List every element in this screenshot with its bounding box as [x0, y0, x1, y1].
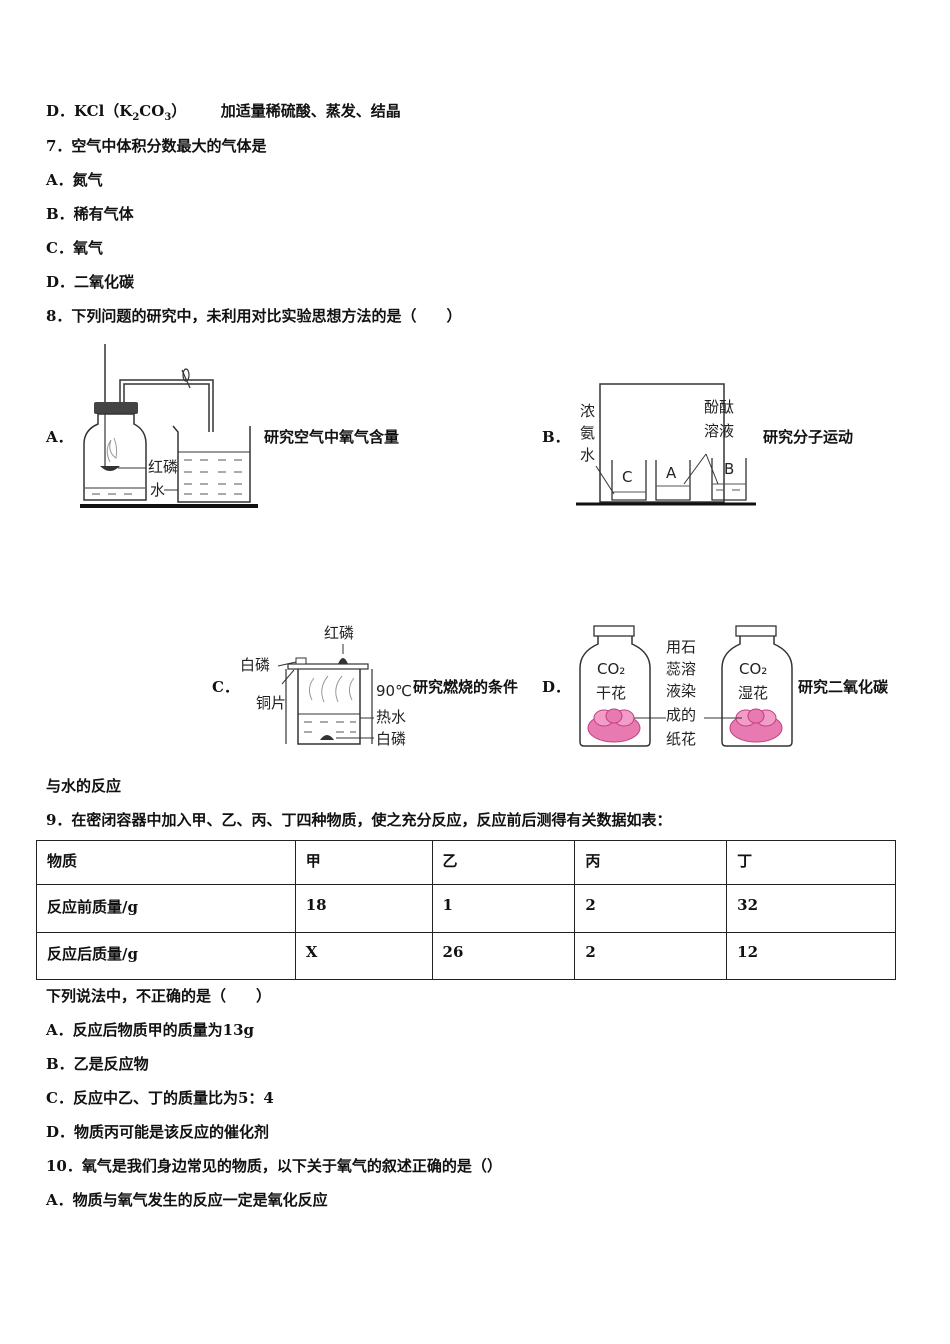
table-header-cell: 物质 [36, 840, 296, 885]
table-cell: X [294, 932, 433, 980]
q8-option-a-label: A． [46, 428, 73, 446]
table-header-row: 物质 甲 乙 丙 丁 [36, 840, 896, 885]
table-cell: 反应前质量/g [36, 884, 296, 933]
question-9: 9．在密闭容器中加入甲、乙、丙、丁四种物质，使之充分反应，反应前后测得有关数据如… [46, 811, 672, 829]
white-phosphorus-top-label: 白磷 [240, 656, 270, 674]
q8-option-c-caption: 研究燃烧的条件 [413, 678, 519, 696]
q7-option-c: C．氧气 [46, 239, 103, 257]
subscript: 3 [164, 112, 172, 123]
q9-option-c: C．反应中乙、丁的质量比为5：4 [46, 1089, 274, 1107]
table-cell: 18 [294, 884, 433, 933]
co2-water-reaction-apparatus: CO₂ 干花 CO₂ 湿花 用石 蕊溶 液染 成的 纸花 [579, 625, 793, 748]
beaker-a-label: A [666, 464, 677, 482]
water-label: 水 [150, 481, 165, 499]
table-cell: 1 [431, 884, 576, 933]
question-7: 7．空气中体积分数最大的气体是 [46, 137, 267, 155]
molecular-motion-apparatus: C A B 浓 氨 水 酚酞 溶液 [576, 383, 756, 506]
litmus-note-5: 纸花 [666, 730, 696, 748]
phenolphthalein-label-2: 溶液 [704, 422, 734, 440]
table-row: 反应前质量/g 18 1 2 32 [36, 884, 896, 933]
co2-left-label: CO₂ [597, 660, 625, 678]
q7-option-d: D．二氧化碳 [46, 273, 135, 291]
q7-option-a: A．氮气 [46, 171, 103, 189]
table-header-cell: 丙 [574, 840, 728, 885]
red-phosphorus-label: 红磷 [148, 458, 178, 476]
table-cell: 26 [431, 932, 576, 980]
ammonia-label-3: 水 [580, 446, 595, 464]
reaction-mass-table: 物质 甲 乙 丙 丁 反应前质量/g 18 1 2 32 反应后质量/g X 2… [36, 840, 896, 980]
option-d-kcl-line: D．KCl（K2CO3） 加适量稀硫酸、蒸发、结晶 [46, 101, 401, 128]
q8-option-d-caption: 研究二氧化碳 [798, 678, 889, 696]
kcl-formula-prefix: D．KCl（K [46, 102, 133, 120]
white-phosphorus-bottom-label: 白磷 [376, 730, 406, 748]
q9-option-d: D．物质丙可能是该反应的催化剂 [46, 1123, 270, 1141]
litmus-note-3: 液染 [666, 682, 696, 700]
litmus-note-2: 蕊溶 [666, 660, 696, 678]
table-cell: 反应后质量/g [36, 932, 296, 980]
kcl-formula-suffix: ） [171, 102, 187, 120]
hot-water-label: 热水 [376, 708, 406, 726]
ammonia-label-1: 浓 [580, 402, 595, 420]
litmus-note-4: 成的 [666, 706, 696, 724]
ammonia-label-2: 氨 [580, 424, 595, 442]
q8-option-b-caption: 研究分子运动 [763, 428, 854, 446]
wet-flower-label: 湿花 [738, 684, 768, 702]
table-row: 反应后质量/g X 26 2 12 [36, 932, 896, 980]
co2-right-label: CO₂ [739, 660, 767, 678]
q9-option-a: A．反应后物质甲的质量为13g [46, 1021, 255, 1039]
question-9-stem: 下列说法中，不正确的是（ ） [46, 987, 272, 1005]
q8-option-a-caption: 研究空气中氧气含量 [264, 428, 400, 446]
oxygen-content-apparatus: 红磷 水 [80, 344, 258, 508]
q7-option-b: B．稀有气体 [46, 205, 134, 223]
table-cell: 12 [726, 932, 896, 980]
phenolphthalein-label-1: 酚酞 [704, 398, 734, 416]
combustion-conditions-apparatus: 红磷 白磷 铜片 90℃ 热水 白磷 [240, 624, 412, 748]
dry-flower-label: 干花 [596, 684, 626, 702]
table-header-cell: 甲 [294, 840, 433, 885]
wet-flower-icon [729, 708, 783, 743]
q8-option-d-label: D． [542, 678, 571, 696]
q8-option-d-caption-continued: 与水的反应 [46, 777, 122, 795]
question-10: 10．氧气是我们身边常见的物质，以下关于氧气的叙述正确的是（） [46, 1157, 502, 1175]
q9-option-b: B．乙是反应物 [46, 1055, 149, 1073]
table-header-cell: 丁 [726, 840, 896, 885]
q10-option-a: A．物质与氧气发生的反应一定是氧化反应 [46, 1191, 328, 1209]
beaker-b-label: B [724, 460, 734, 478]
red-phosphorus-label: 红磷 [324, 624, 354, 642]
kcl-method: 加适量稀硫酸、蒸发、结晶 [220, 102, 401, 120]
q8-option-c-label: C． [212, 678, 239, 696]
kcl-formula-mid: CO [139, 102, 165, 120]
table-cell: 2 [574, 884, 728, 933]
table-header-cell: 乙 [431, 840, 576, 885]
table-cell: 2 [574, 932, 728, 980]
temperature-label: 90℃ [376, 682, 412, 700]
q8-option-b-label: B． [542, 428, 570, 446]
copper-plate-label: 铜片 [256, 694, 286, 712]
beaker-c-label: C [622, 468, 632, 486]
subscript: 2 [132, 112, 140, 123]
table-cell: 32 [726, 884, 896, 933]
litmus-note-1: 用石 [666, 638, 696, 656]
dry-flower-icon [587, 708, 641, 743]
question-8: 8．下列问题的研究中，未利用对比实验思想方法的是（ ） [46, 307, 462, 325]
